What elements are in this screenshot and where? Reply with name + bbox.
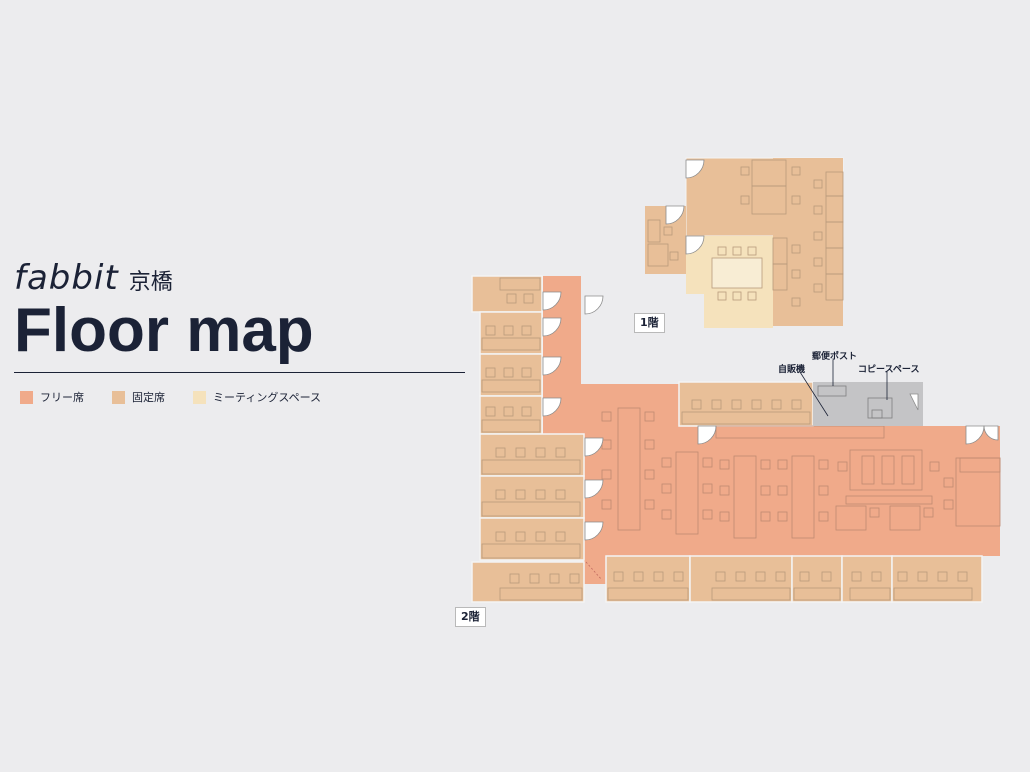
door-icon (542, 356, 562, 376)
facility-label-mailbox: 郵便ポスト (812, 352, 858, 362)
floor-label-2f: 2階 (455, 607, 486, 627)
fixed-room (841, 555, 893, 603)
legend-item-fixed-seat: 固定席 (112, 389, 165, 405)
location-name: 京橋 (128, 270, 173, 295)
floor-2-plan (471, 275, 1001, 603)
door-icon (685, 235, 705, 255)
floor-label-1f: 1階 (634, 313, 665, 333)
vending-leader-line (799, 371, 829, 417)
floor-1-plan (645, 157, 844, 328)
emergency-door-icon (585, 561, 603, 581)
fixed-room (479, 311, 543, 355)
floor-1-meeting-room-lower (704, 294, 773, 328)
door-icon (909, 393, 919, 411)
legend-swatch-fixed (112, 390, 125, 404)
title-divider (14, 372, 465, 373)
door-icon (697, 425, 717, 445)
fixed-room (479, 517, 585, 561)
fixed-room (791, 555, 843, 603)
floor-2-free-area-bottom (584, 556, 606, 584)
legend-swatch-free (20, 390, 33, 404)
brand-logo: fabbit (14, 258, 119, 298)
fixed-room (471, 561, 585, 603)
legend-label-free: フリー席 (40, 391, 84, 404)
fixed-room (605, 555, 691, 603)
facility-label-copy: コピースペース (858, 365, 920, 375)
legend-label-fixed: 固定席 (132, 391, 165, 404)
page-title: Floor map (14, 296, 314, 365)
door-icon (584, 479, 604, 499)
door-icon (542, 317, 562, 337)
door-icon (584, 295, 604, 315)
door-icon (584, 437, 604, 457)
door-icon (542, 291, 562, 311)
fixed-room (479, 475, 585, 519)
floor-1-meeting-table (711, 257, 763, 289)
door-icon (584, 521, 604, 541)
door-icon (685, 159, 705, 179)
legend-swatch-meeting (193, 390, 206, 404)
door-icon (983, 425, 999, 441)
fixed-room (678, 381, 814, 427)
fixed-room (891, 555, 983, 603)
fixed-room (479, 433, 585, 477)
floor-1-fixed-room-right (773, 158, 843, 326)
fixed-room (689, 555, 793, 603)
door-icon (665, 205, 685, 225)
door-icon (542, 397, 562, 417)
legend-item-meeting: ミーティングスペース (193, 389, 321, 405)
brand-header: fabbit 京橋 (14, 258, 173, 298)
legend-label-meeting: ミーティングスペース (213, 391, 322, 404)
fixed-room (479, 395, 543, 435)
map-legend: フリー席 固定席 ミーティングスペース (20, 389, 349, 405)
legend-item-free-seat: フリー席 (20, 389, 84, 405)
fixed-room (479, 353, 543, 397)
facility-label-vending: 自販機 (778, 365, 806, 375)
